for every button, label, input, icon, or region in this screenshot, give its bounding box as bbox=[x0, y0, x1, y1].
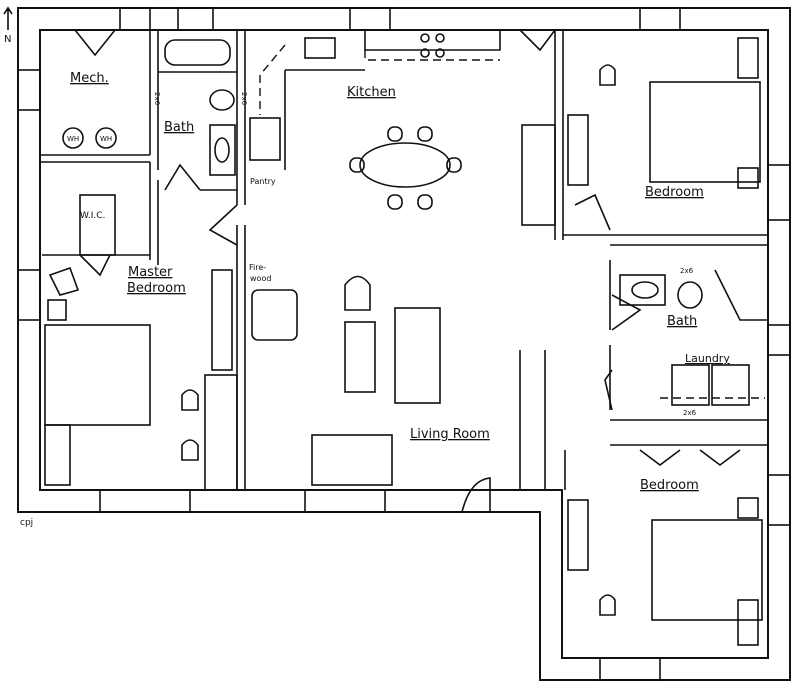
interior-walls bbox=[40, 29, 768, 490]
label-kitchen: Kitchen bbox=[347, 85, 396, 100]
exterior-walls bbox=[17, 7, 791, 681]
sofa bbox=[394, 307, 441, 404]
wic-closet bbox=[79, 194, 116, 256]
master-bed bbox=[44, 324, 151, 426]
north-label: N bbox=[4, 34, 11, 45]
bathtub bbox=[164, 39, 231, 66]
label-firewood-2: wood bbox=[250, 274, 271, 283]
label-bath-2: Bath bbox=[667, 314, 697, 329]
dining-table bbox=[359, 142, 451, 188]
bed-1 bbox=[649, 81, 761, 183]
label-bedroom-1: Bedroom bbox=[645, 185, 704, 200]
label-master-bedroom-2: Bedroom bbox=[127, 281, 186, 296]
label-mech: Mech. bbox=[70, 71, 109, 86]
label-laundry: Laundry bbox=[685, 352, 730, 365]
bed-2 bbox=[651, 519, 763, 621]
label-master-bath: Bath bbox=[164, 120, 194, 135]
label-master-bedroom-1: Master bbox=[128, 265, 173, 280]
toilet bbox=[209, 89, 235, 111]
wall-note: 2x6 bbox=[153, 92, 161, 106]
label-wh-1: WH bbox=[67, 135, 79, 143]
label-pantry: Pantry bbox=[250, 177, 276, 186]
wall-note: 2x6 bbox=[683, 409, 697, 417]
label-wic: W.I.C. bbox=[80, 211, 105, 221]
signature: cpj bbox=[20, 518, 33, 528]
chairs bbox=[349, 126, 462, 210]
wall-note: 2x6 bbox=[680, 267, 694, 275]
label-bedroom-2: Bedroom bbox=[640, 478, 699, 493]
wall-note: 2x6 bbox=[240, 92, 248, 106]
fixtures bbox=[44, 33, 768, 646]
label-wh-2: WH bbox=[100, 135, 112, 143]
label-living-room: Living Room bbox=[410, 427, 490, 442]
sofa-2 bbox=[311, 434, 393, 486]
stove bbox=[251, 289, 298, 341]
label-firewood-1: Fire- bbox=[249, 263, 266, 272]
